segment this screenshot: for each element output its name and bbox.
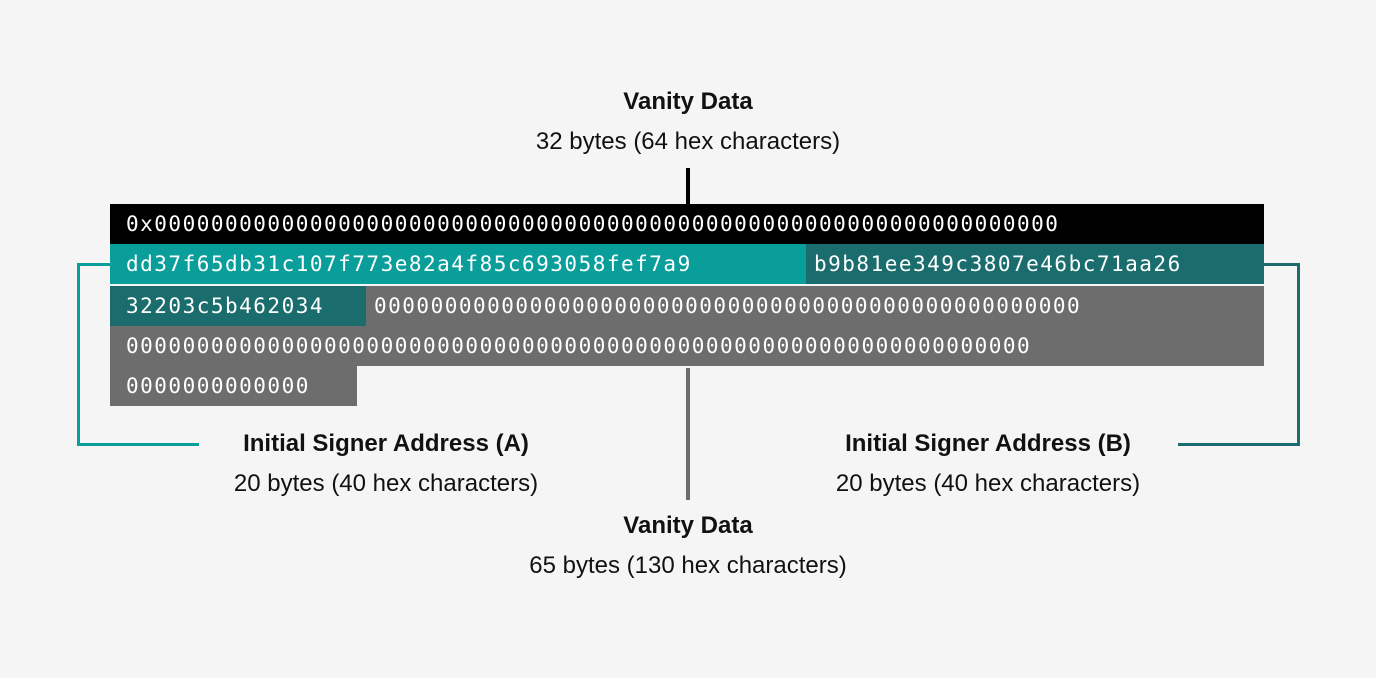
signer-b-connector-top [1264, 263, 1300, 266]
signer-a-connector-bottom [77, 443, 199, 446]
top-vanity-connector [686, 168, 690, 204]
signer-a-connector-top [77, 263, 110, 266]
hex-signer-b-part2: 32203c5b462034 [110, 286, 366, 326]
bottom-vanity-connector [686, 368, 690, 500]
signer-a-title: Initial Signer Address (A) [243, 430, 529, 457]
bottom-vanity-label: Vanity Data 65 bytes (130 hex characters… [488, 506, 888, 586]
hex-trailing-row5: 0000000000000 [110, 366, 357, 406]
signer-b-connector-bottom [1178, 443, 1300, 446]
hex-signer-b-part1: b9b81ee349c3807e46bc71aa26 [806, 244, 1264, 284]
hex-trailing-row3: 0000000000000000000000000000000000000000… [366, 286, 1264, 326]
top-vanity-subtitle: 32 bytes (64 hex characters) [535, 128, 841, 155]
bottom-vanity-subtitle: 65 bytes (130 hex characters) [529, 552, 847, 579]
signer-b-title: Initial Signer Address (B) [845, 430, 1131, 457]
signer-b-subtitle: 20 bytes (40 hex characters) [835, 470, 1141, 497]
signer-a-connector-vertical [77, 263, 80, 446]
hex-trailing-row4: 0000000000000000000000000000000000000000… [110, 326, 1264, 366]
signer-b-label: Initial Signer Address (B) 20 bytes (40 … [788, 424, 1188, 504]
signer-a-subtitle: 20 bytes (40 hex characters) [233, 470, 539, 497]
hex-signer-a: dd37f65db31c107f773e82a4f85c693058fef7a9 [110, 244, 806, 284]
top-vanity-title: Vanity Data [623, 88, 753, 115]
signer-a-label: Initial Signer Address (A) 20 bytes (40 … [186, 424, 586, 504]
top-vanity-label: Vanity Data 32 bytes (64 hex characters) [488, 82, 888, 162]
hex-row-prefix: 0x00000000000000000000000000000000000000… [110, 204, 1264, 244]
bottom-vanity-title: Vanity Data [623, 512, 753, 539]
signer-b-connector-vertical [1297, 263, 1300, 446]
